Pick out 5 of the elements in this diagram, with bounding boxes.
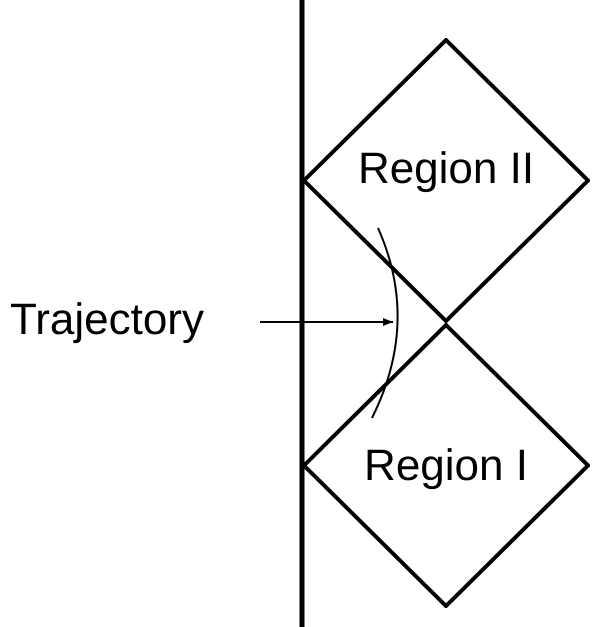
trajectory-curve [371,228,398,418]
trajectory-label: Trajectory [10,298,204,342]
region-label: Region I [364,444,528,488]
arrow [260,318,393,326]
region-label: Region II [358,146,534,190]
